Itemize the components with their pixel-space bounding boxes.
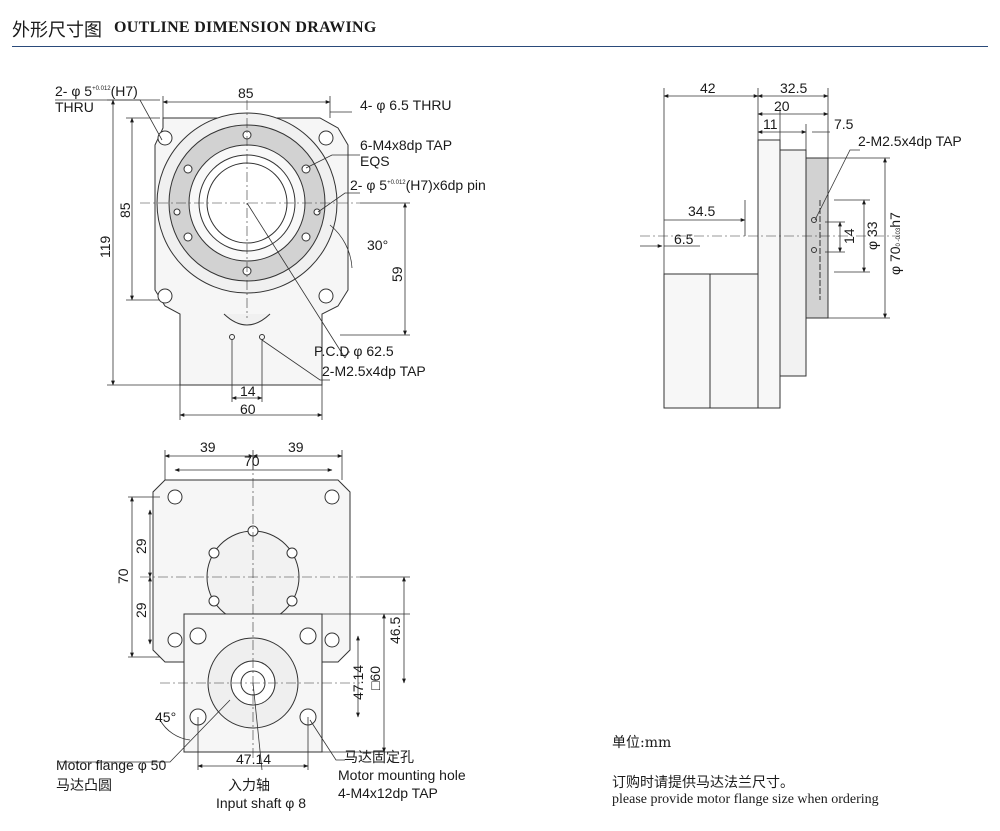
dim-119: 119 [97,235,113,258]
pin-hole-2 [313,208,321,216]
front-bolt-hole-tl [157,130,173,146]
dim-29b: 29 [133,602,149,618]
side-dimensions [640,88,890,319]
dim-phi33: φ 33 [864,221,880,250]
dim-7-5: 7.5 [834,116,854,132]
bottom-tap-2 [286,547,298,559]
side-view [640,139,900,409]
tap-eqs: EQS [360,153,390,169]
dim-20: 20 [774,98,790,114]
dim-39b: 39 [288,439,304,455]
dim-70-h: 70 [244,453,260,469]
pcd-note: P.C.D φ 62.5 [314,343,394,359]
dim-47-14-v: 47.14 [350,665,366,700]
dim-sq60: □60 [367,666,383,690]
pin-hole-1 [173,208,181,216]
order-note-en: please provide motor flange size when or… [612,792,879,807]
dim-32-5: 32.5 [780,80,807,96]
side-labels: 42 32.5 20 11 7.5 2-M2.5x4dp TAP 34.5 6.… [674,80,962,275]
input-shaft-label: Input shaft φ 8 [216,795,306,811]
bottom-tap-4 [286,595,298,607]
tap-note: 6-M4x8dp TAP [360,137,452,153]
front-bolt-hole-br [318,288,334,304]
bottom-hole-tr [324,489,340,505]
angle-30: 30° [367,237,388,253]
dim-14-side: 14 [841,228,857,244]
thru-hole-note: 4- φ 6.5 THRU [360,97,452,113]
side-tap-note: 2-M2.5x4dp TAP [858,133,962,149]
dim-85-height: 85 [117,202,133,218]
front-dimensions [55,96,410,420]
motor-flange-label: Motor flange φ 50 [56,757,166,773]
bottom-view [140,460,360,760]
bottom-dimensions [60,450,410,771]
dim-6-5: 6.5 [674,231,694,247]
side-housing-step [779,149,807,377]
dim-85-width: 85 [238,85,254,101]
bottom-hole-tl [167,489,183,505]
unit-note: 单位:mm [612,735,672,751]
side-housing [757,139,781,409]
motor-body [663,273,711,409]
dim-29a: 29 [133,538,149,554]
motor-hole-label: Motor mounting hole [338,767,466,783]
dim-14-front: 14 [240,383,256,399]
side-flange [805,157,829,319]
dim-phi70: φ 700 -0.03h7 [887,212,903,275]
front-hole-thru: THRU [55,99,94,115]
bottom-hole-br [324,632,340,648]
front-bolt-hole-bl [157,288,173,304]
header-bar: 外形尺寸图 OUTLINE DIMENSION DRAWING [12,12,988,47]
side-tap-2 [811,247,817,253]
front-view [140,100,360,386]
dim-46-5: 46.5 [387,617,403,644]
dim-47-14-h: 47.14 [236,751,271,767]
title-english: OUTLINE DIMENSION DRAWING [114,19,377,36]
tap-hole-6 [183,164,193,174]
motor-hole-tr [299,627,317,645]
side-tap-1 [811,217,817,223]
dim-70-v: 70 [115,568,131,584]
angle-45: 45° [155,709,176,725]
pin-note: 2- φ 5+0.012(H7)x6dp pin [350,177,486,193]
bottom-labels: 39 39 70 29 29 70 46.5 47.14 □60 45° Mot… [56,439,466,811]
front-hole-note: 2- φ 5+0.012(H7) [55,83,138,99]
input-shaft-zh: 入力轴 [228,777,270,793]
motor-body-2 [709,273,759,409]
dim-42: 42 [700,80,716,96]
front-labels: 2- φ 5+0.012(H7) THRU 85 85 119 4- φ 6.5… [55,83,486,417]
small-tap-1 [229,334,235,340]
bottom-tap-1 [208,547,220,559]
motor-flange-zh: 马达凸圆 [56,777,112,793]
front-bolt-hole-tr [318,130,334,146]
order-note-zh: 订购时请提供马达法兰尺寸。 [612,775,794,791]
tap-hole-3 [301,232,311,242]
small-tap-2 [259,334,265,340]
tap-hole-5 [183,232,193,242]
bottom-hole-bl [167,632,183,648]
dim-39a: 39 [200,439,216,455]
dim-59: 59 [389,266,405,282]
dim-60-front: 60 [240,401,256,417]
bottom-tap-3 [208,595,220,607]
motor-hole-tap: 4-M4x12dp TAP [338,785,438,801]
dim-11: 11 [763,116,778,132]
motor-hole-zh: 马达固定孔 [344,749,414,765]
front-bottom-boss [223,313,271,326]
motor-hole-tl [189,627,207,645]
front-tap-small: 2-M2.5x4dp TAP [322,363,426,379]
dim-34-5: 34.5 [688,203,715,219]
title-chinese: 外形尺寸图 [12,20,102,41]
